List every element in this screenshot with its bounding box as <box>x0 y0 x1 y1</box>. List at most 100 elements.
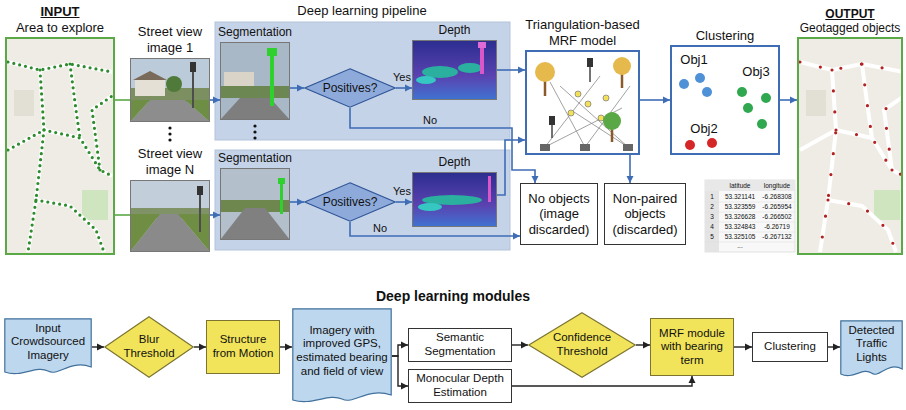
label-anchor: 4 <box>710 223 714 230</box>
node-heading: Street view image 1 <box>124 24 216 55</box>
arrow-head <box>689 376 696 383</box>
label-anchor: Deep learning modules <box>376 288 530 304</box>
label-anchor: 5 <box>710 233 714 240</box>
node-text: Detected Traffic Lights <box>842 324 902 365</box>
arrow-head <box>213 212 220 219</box>
text-label: 53.321141 <box>725 193 755 200</box>
connector <box>512 376 696 386</box>
label-anchor: 53.326628 <box>725 213 756 220</box>
label-anchor: -6.268308 <box>762 193 791 200</box>
data-document: Detected Traffic Lights <box>840 320 903 378</box>
edge-label: No <box>372 222 388 234</box>
process-box: Semantic Segmentation <box>408 328 512 362</box>
arrow-head <box>213 97 220 104</box>
connector <box>396 85 412 92</box>
node-text: Positives? <box>323 195 378 209</box>
node-heading: Segmentation <box>200 151 310 165</box>
segmentation-image: Segmentation <box>220 168 290 240</box>
arrow-head <box>285 344 292 351</box>
connector <box>290 85 304 92</box>
input-map-panel: INPUTArea to explore <box>5 37 115 255</box>
decision-diamond: Positives? <box>304 68 396 108</box>
connector <box>92 344 104 351</box>
discard-box: No objects (image discarded) <box>520 183 598 245</box>
text-label: longitude <box>764 182 790 189</box>
connector <box>828 344 840 351</box>
text-label: Obj1 <box>680 52 707 67</box>
connector <box>396 199 412 206</box>
label-anchor: Deep learning pipeline <box>297 4 426 19</box>
node-heading: Geotagged objects <box>795 21 905 35</box>
node-text: Imagery with improved GPS, estimated bea… <box>296 324 388 378</box>
edge-label: Yes <box>392 71 412 83</box>
arrow-head <box>513 233 520 240</box>
connector-line <box>512 376 692 386</box>
edge-label: No <box>422 114 438 126</box>
node-text: Clustering <box>764 340 816 354</box>
label-anchor: -6.265954 <box>762 203 791 210</box>
heading-block: Segmentation <box>200 151 310 165</box>
arrow-head <box>401 342 408 349</box>
arrow-head <box>97 344 104 351</box>
text-label: 53.324843 <box>725 223 756 230</box>
heading-block: Segmentation <box>200 25 310 39</box>
connector <box>392 342 408 357</box>
node-heading: Segmentation <box>200 25 310 39</box>
text-label: 1 <box>710 193 714 200</box>
heading-block: Depth <box>410 23 500 37</box>
shape-outline <box>305 69 395 107</box>
connector-line <box>392 356 408 386</box>
arrow-head <box>199 344 206 351</box>
arrow-head <box>532 176 539 183</box>
arrow-head <box>297 199 304 206</box>
label-anchor: 3 <box>710 213 714 220</box>
arrow-head <box>627 176 634 183</box>
label-anchor: latitude <box>730 182 751 189</box>
node-text: Monocular Depth Estimation <box>412 372 508 399</box>
text-label: -6.26719 <box>764 223 790 230</box>
edge-label: Yes <box>392 185 412 197</box>
decision-diamond: Blur Threshold <box>104 316 194 378</box>
label-anchor: Obj1 <box>680 53 707 68</box>
text-label: Obj3 <box>742 64 769 79</box>
label-anchor: 53.324843 <box>725 223 756 230</box>
label-anchor: longitude <box>764 182 790 189</box>
arrow-head <box>833 344 840 351</box>
node-text: Confidence Threshold <box>549 331 615 358</box>
node-text: Semantic Segmentation <box>412 331 508 358</box>
node-text: Input Crowdsourced Imagery <box>6 322 90 363</box>
text-label: -6.268308 <box>762 193 791 200</box>
label-anchor: 53.325105 <box>725 233 756 240</box>
connector-line <box>115 99 130 101</box>
text-label: -6.267132 <box>762 233 791 240</box>
node-heading: INPUT <box>2 4 118 19</box>
data-document: Imagery with improved GPS, estimated bea… <box>292 308 392 404</box>
text-label: 53.323559 <box>725 203 756 210</box>
connector <box>636 342 650 349</box>
node-heading: Depth <box>410 155 500 169</box>
arrow-head <box>297 85 304 92</box>
arrow-head <box>405 199 412 206</box>
arrow-head <box>643 342 650 349</box>
shape-outline <box>293 309 391 402</box>
node-text: Blur Threshold <box>120 333 178 360</box>
label-anchor: 1 <box>710 193 714 200</box>
text-label: 4 <box>710 223 714 230</box>
text-label: 3 <box>710 213 714 220</box>
text-label: 5 <box>710 233 714 240</box>
node-heading: Depth <box>410 23 500 37</box>
connector <box>627 155 634 183</box>
street-view-image: Street view image 1 <box>130 58 210 122</box>
label-anchor: -6.266502 <box>762 213 791 220</box>
arrow-head <box>790 97 797 104</box>
arrow-head <box>405 85 412 92</box>
text-label: 2 <box>710 203 714 210</box>
connector <box>210 212 220 219</box>
text-label: latitude <box>730 182 751 189</box>
arrow-head <box>663 97 670 104</box>
connector <box>497 67 525 74</box>
label-anchor: Yes <box>392 185 412 198</box>
mrf-model-panel: Triangulation-based MRF model <box>525 50 640 155</box>
discard-box: Non-paired objects (discarded) <box>604 183 686 245</box>
label-anchor: ... <box>737 242 742 249</box>
